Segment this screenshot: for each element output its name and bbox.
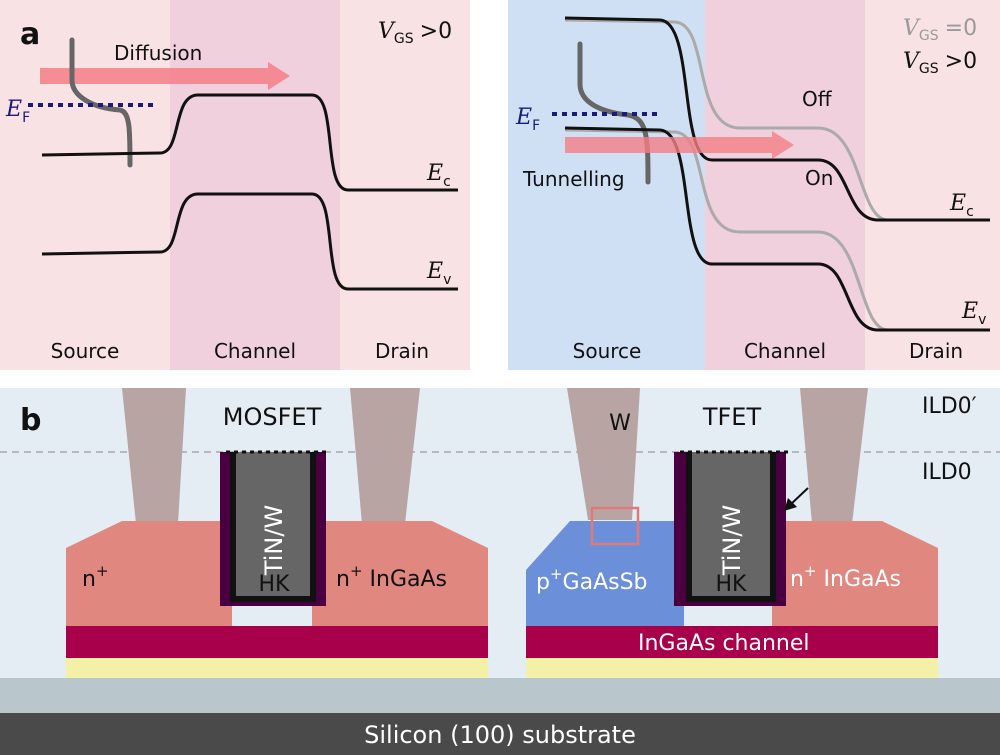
panel-a-right: VGS=0 VGS>0 Off On Tunnelling EF Ec Ev S… <box>508 0 1000 370</box>
mosfet-channel-layer <box>66 626 488 658</box>
tfet-p-plus-source <box>526 521 684 626</box>
vgs-zero-label: VGS=0 <box>903 16 977 44</box>
valence-band <box>41 192 458 291</box>
ild0-label: ILD0 <box>922 460 972 485</box>
substrate-light-layer <box>0 678 1000 713</box>
tfet-hk-label: HK <box>716 572 748 597</box>
tunnelling-arrow <box>565 131 794 159</box>
channel-region-bg <box>170 0 340 370</box>
fermi-distribution-curve <box>69 37 133 168</box>
tfet-n-plus-right-label: n+ InGaAs <box>790 562 901 592</box>
tfet-ev-label: Ev <box>961 299 986 328</box>
mosfet-hk-label: HK <box>259 572 291 597</box>
region-label-source: Source <box>51 339 120 363</box>
panel-a-left: a VGS>0 Diffusion EF Ec Ev Source Channe… <box>0 0 470 370</box>
tunnelling-label: Tunnelling <box>522 167 625 191</box>
mosfet-n-plus-drain <box>312 521 488 626</box>
diffusion-label: Diffusion <box>114 41 202 65</box>
vgs-condition-label: VGS>0 <box>378 19 452 47</box>
mosfet-drain-contact <box>350 388 420 524</box>
tfet-channel-label: InGaAs channel <box>638 631 810 656</box>
drain-region-bg <box>340 0 470 370</box>
conduction-band-on <box>564 16 990 222</box>
tfet-source-contact-w <box>567 388 640 520</box>
on-state-label: On <box>805 166 833 190</box>
tfet-title: TFET <box>702 403 762 431</box>
tfet-source-region-bg <box>508 0 705 370</box>
tfet-gate-metal <box>692 452 770 596</box>
tfet-n-plus-drain <box>772 521 938 626</box>
tunnel-junction-highlight-box <box>590 506 640 546</box>
tfet-drain-region-bg <box>865 0 1000 370</box>
panel-b: b MOSFET TiN/W HK n+ n+ InGaAs TFET W Ti… <box>0 388 1000 755</box>
mosfet-title: MOSFET <box>223 403 322 431</box>
tungsten-contact-label: W <box>609 411 631 436</box>
tfet-fermi-level-label: EF <box>515 105 540 134</box>
tfet-gate-label: TiN/W <box>718 505 746 576</box>
tfet-buffer-layer <box>526 658 938 678</box>
tfet-p-plus-label: p+GaAsSb <box>536 565 648 595</box>
tfet-channel-layer <box>526 626 938 658</box>
mosfet-n-plus-right-label: n+ InGaAs <box>336 562 447 592</box>
hk-pointer-arrow-shaft <box>789 487 809 506</box>
conduction-band <box>41 93 458 192</box>
region-label-channel: Channel <box>214 339 296 363</box>
mosfet-buffer-layer <box>66 658 488 678</box>
ec-label: Ec <box>426 161 451 190</box>
mosfet-n-plus-left-label: n+ <box>82 562 109 592</box>
fermi-level-label: EF <box>5 97 30 126</box>
panel-a-label: a <box>20 17 40 52</box>
diffusion-arrow <box>40 62 290 90</box>
ild0-prime-label: ILD0′ <box>922 394 977 419</box>
silicon-substrate <box>0 713 1000 755</box>
tfet-region-label-channel: Channel <box>744 339 826 363</box>
panel-b-label: b <box>20 403 41 438</box>
vgs-positive-label: VGS>0 <box>903 49 977 77</box>
tfet-drain-contact <box>800 388 868 524</box>
source-region-bg <box>0 0 170 370</box>
hk-pointer-arrow-head <box>784 498 797 511</box>
tfet-region-label-drain: Drain <box>909 339 963 363</box>
mosfet-gate-label: TiN/W <box>260 505 288 576</box>
tfet-ec-label: Ec <box>949 191 974 220</box>
mosfet-source-contact <box>122 388 186 524</box>
mosfet-n-plus-source <box>66 521 232 626</box>
conduction-band-off <box>564 18 990 222</box>
tfet-region-label-source: Source <box>573 339 642 363</box>
region-label-drain: Drain <box>375 339 429 363</box>
substrate-label: Silicon (100) substrate <box>364 721 636 749</box>
off-state-label: Off <box>802 87 833 111</box>
ev-label: Ev <box>426 259 451 288</box>
mosfet-gate-metal <box>236 452 310 596</box>
tfet-channel-region-bg <box>705 0 865 370</box>
